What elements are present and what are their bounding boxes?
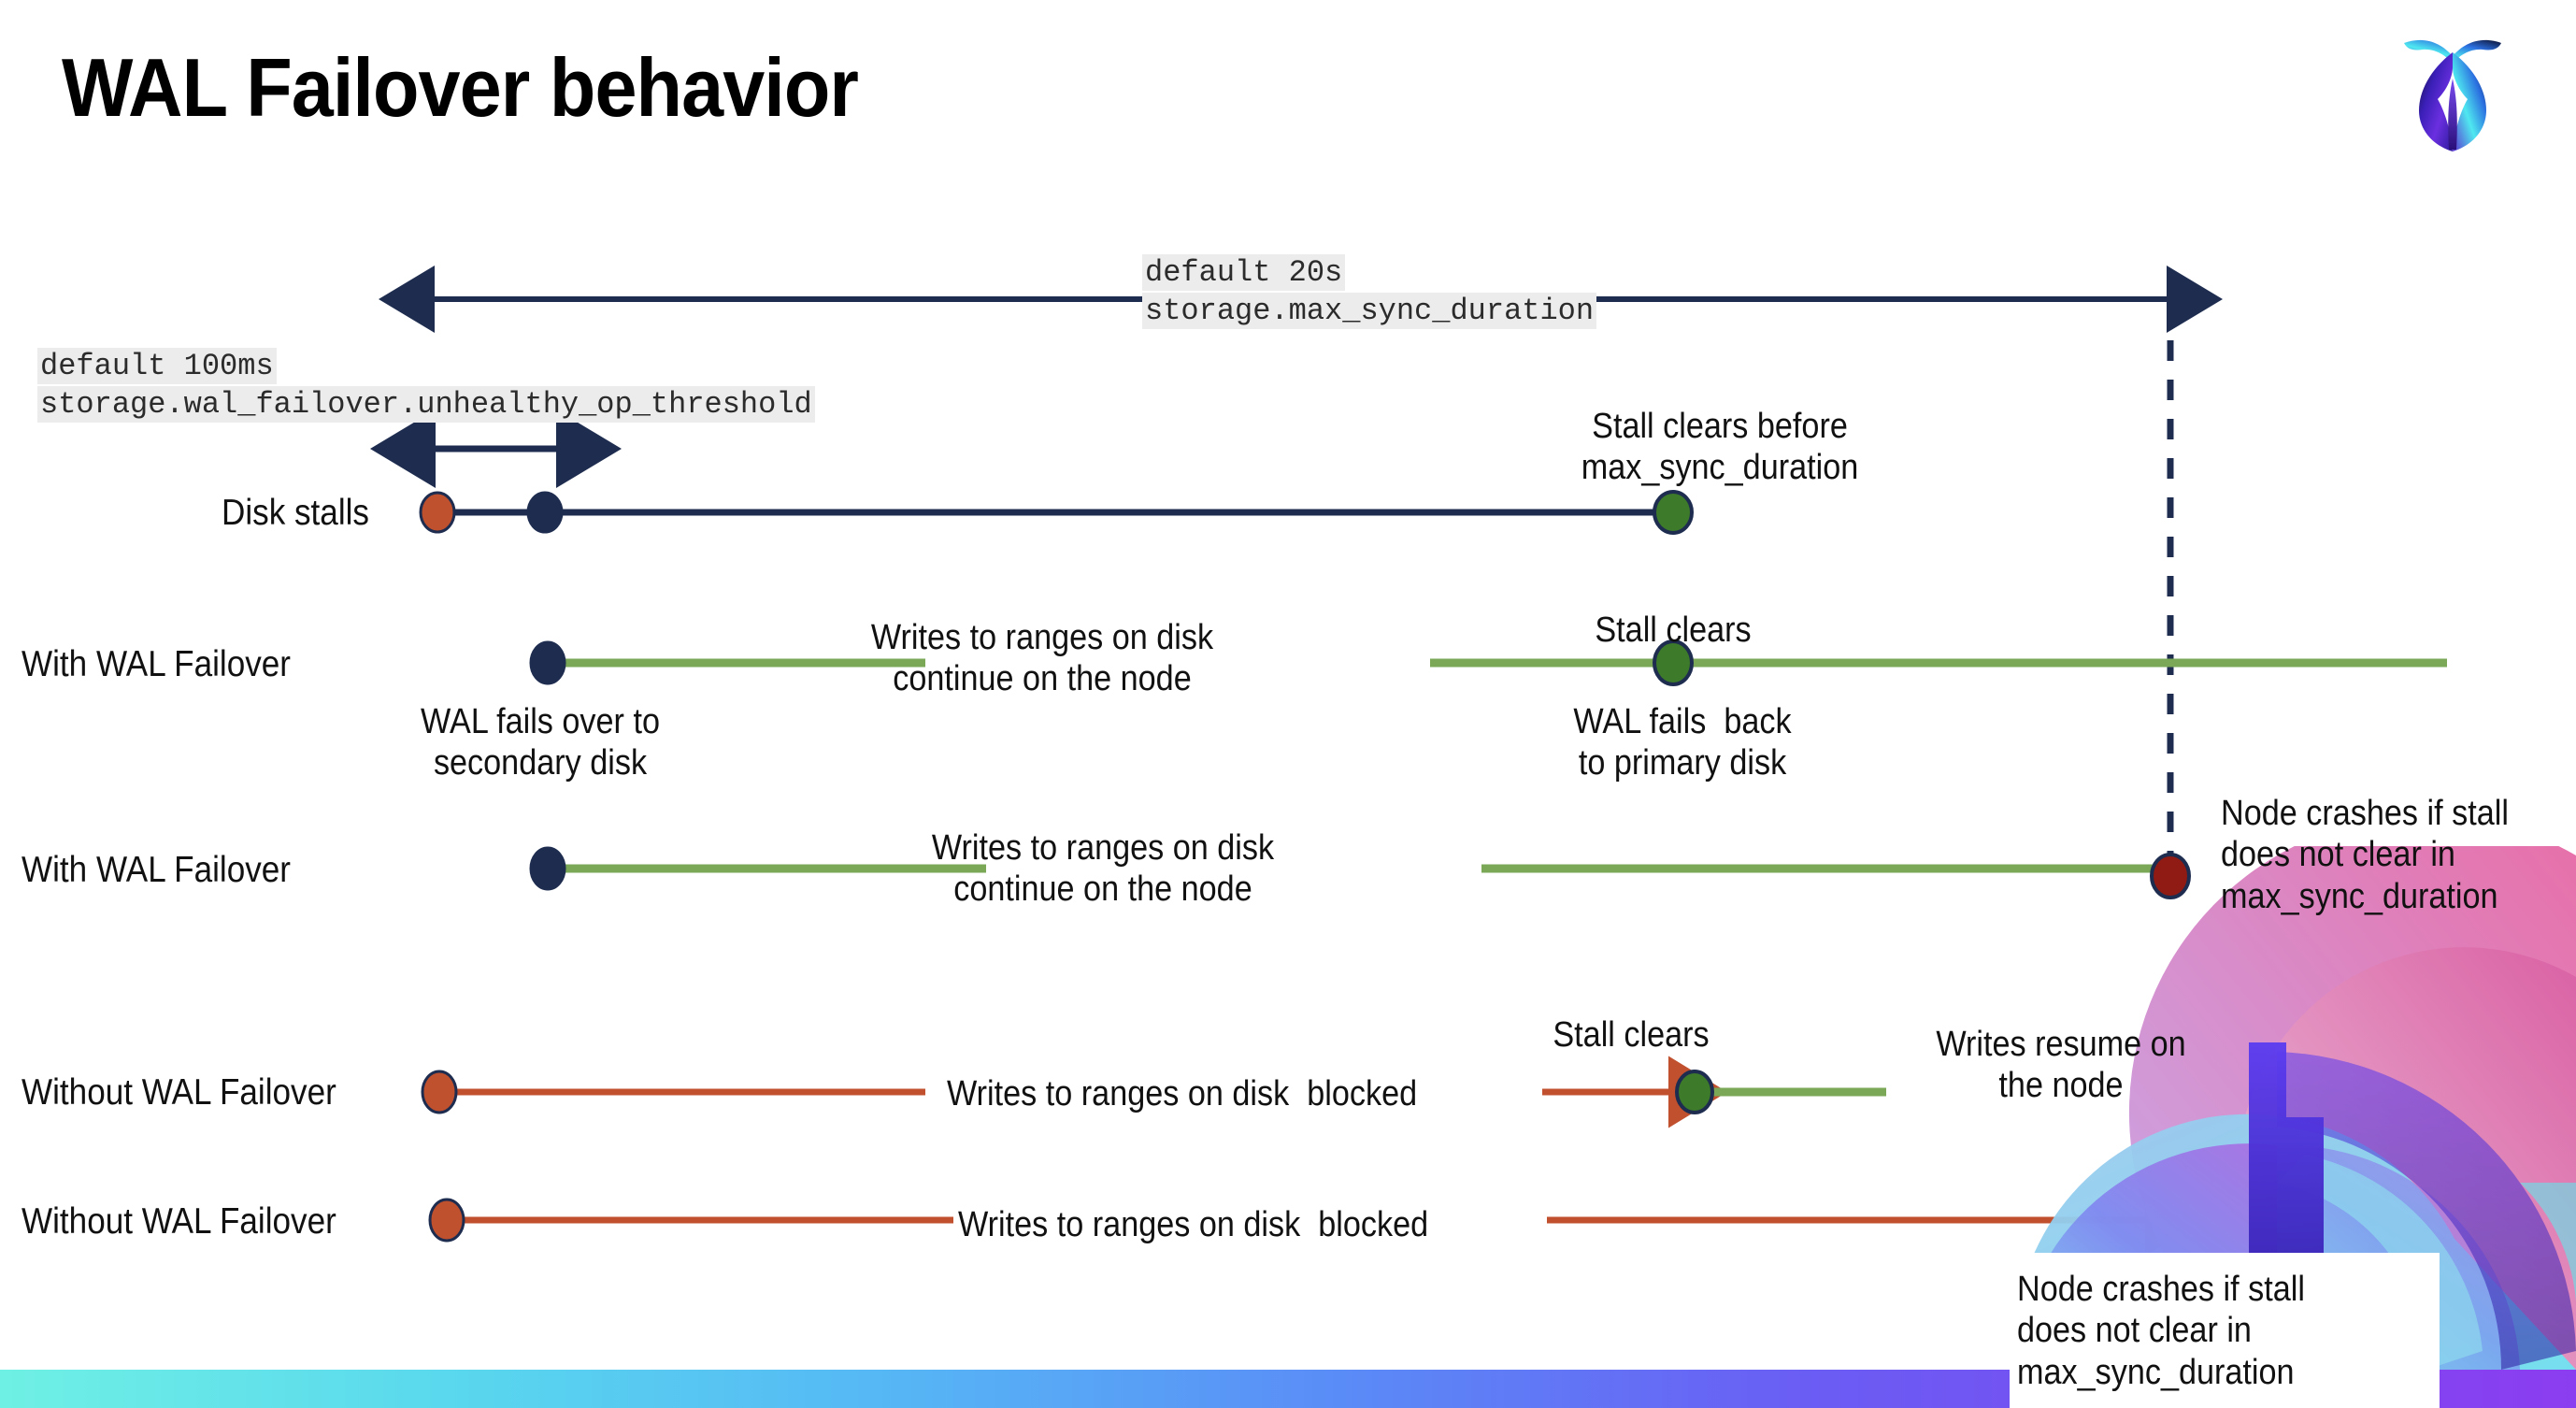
annotation-writes-continue-row3: Writes to ranges on disk continue on the… bbox=[931, 828, 1275, 910]
row-label-disk-stalls: Disk stalls bbox=[222, 493, 369, 533]
annotation-writes-blocked-row5: Writes to ranges on disk blocked bbox=[958, 1205, 1429, 1244]
annotation-stall-clears-row4: Stall clears bbox=[1553, 1015, 1710, 1055]
failover-dot bbox=[526, 491, 564, 534]
stall-start-dot bbox=[428, 1198, 465, 1243]
row-label-with-wal-failover-crash: With WAL Failover bbox=[21, 850, 291, 890]
failover-dot bbox=[529, 846, 566, 891]
stall-clear-dot bbox=[1653, 639, 1694, 686]
annotation-stall-clears-row2: Stall clears bbox=[1595, 611, 1752, 650]
max-sync-duration-setting: default 20s storage.max_sync_duration bbox=[1142, 254, 1597, 331]
annotation-node-crashes-row3: Node crashes if stall does not clear in … bbox=[2221, 794, 2509, 916]
unhealthy-op-threshold-default: default 100ms bbox=[37, 348, 277, 384]
stall-start-dot bbox=[419, 491, 456, 534]
annotation-writes-continue-row2: Writes to ranges on disk continue on the… bbox=[870, 618, 1214, 699]
row-label-without-wal-failover-crash: Without WAL Failover bbox=[21, 1201, 336, 1242]
annotation-wal-fails-back: WAL fails back to primary disk bbox=[1573, 702, 1792, 783]
max-sync-duration-name: storage.max_sync_duration bbox=[1142, 293, 1597, 329]
annotation-writes-blocked-row4: Writes to ranges on disk blocked bbox=[947, 1074, 1418, 1113]
node-crash-dot bbox=[2150, 853, 2191, 899]
max-sync-duration-default: default 20s bbox=[1142, 254, 1346, 291]
row-label-with-wal-failover-clears: With WAL Failover bbox=[21, 644, 291, 684]
annotation-wal-fails-over: WAL fails over to secondary disk bbox=[421, 702, 660, 783]
page-title: WAL Failover behavior bbox=[62, 41, 859, 134]
row-with-wal-failover-clears-track bbox=[529, 639, 2447, 686]
row-disk-stalls-track bbox=[419, 490, 1694, 535]
unhealthy-op-threshold-setting: default 100ms storage.wal_failover.unhea… bbox=[37, 348, 815, 424]
failover-dot bbox=[529, 640, 566, 685]
row-label-without-wal-failover-clears: Without WAL Failover bbox=[21, 1072, 336, 1113]
stall-clear-dot bbox=[1653, 490, 1694, 535]
unhealthy-op-threshold-name: storage.wal_failover.unhealthy_op_thresh… bbox=[37, 386, 815, 423]
stall-clear-dot bbox=[1675, 1070, 1714, 1114]
node-crash-dot bbox=[2154, 1197, 2196, 1243]
cockroachdb-logo-icon bbox=[2393, 26, 2512, 157]
annotation-node-crashes-row5: Node crashes if stall does not clear in … bbox=[2017, 1270, 2305, 1392]
crash-note-backdrop bbox=[2010, 1253, 2440, 1408]
stall-start-dot bbox=[421, 1070, 458, 1114]
annotation-writes-resume: Writes resume on the node bbox=[1936, 1025, 2186, 1106]
annotation-stall-clears-before-max-sync: Stall clears before max_sync_duration bbox=[1581, 407, 1859, 488]
